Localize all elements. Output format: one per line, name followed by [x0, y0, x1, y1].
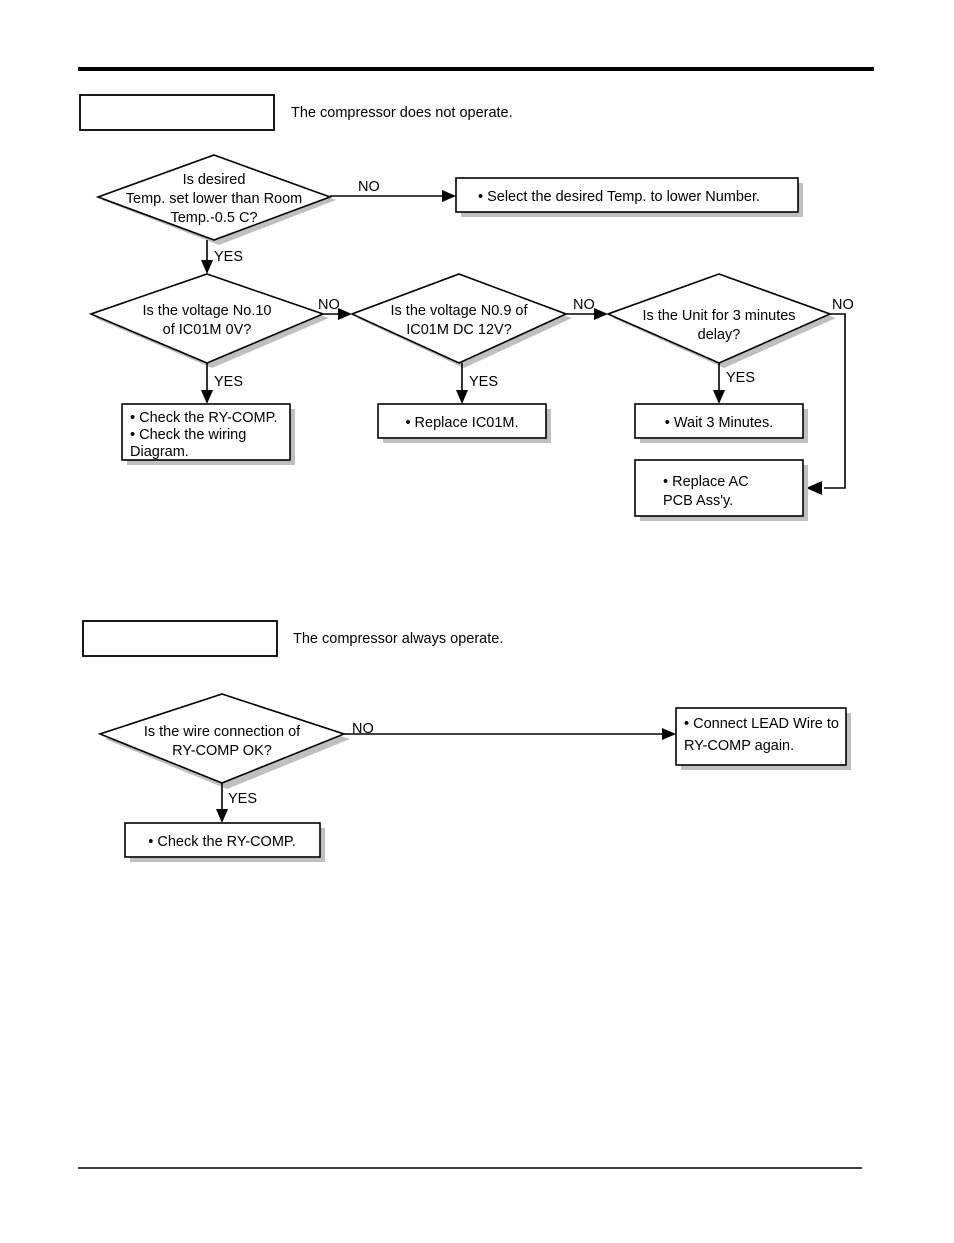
edge-decision2-no-arrow-icon: [338, 308, 352, 320]
action5-box[interactable]: [634, 459, 804, 517]
action2-box[interactable]: [121, 403, 291, 461]
action2-line3: Diagram.: [130, 444, 189, 460]
action5-line2: PCB Ass'y.: [663, 493, 733, 509]
symptom-label-2: The compressor always operate.: [293, 631, 503, 647]
action4-box[interactable]: [634, 403, 804, 439]
decision2-line1: Is the voltage No.10: [143, 303, 272, 319]
flow2-action2-box[interactable]: [124, 822, 321, 858]
edge-decision4-yes-arrow-icon: [713, 390, 725, 404]
edge-decision2-yes-arrow-icon: [201, 390, 213, 404]
symptom-label-1: The compressor does not operate.: [291, 105, 513, 121]
edge-decision3-no-label: NO: [573, 297, 595, 313]
action3-box[interactable]: [377, 403, 547, 439]
edge-decision4-no-label: NO: [832, 297, 854, 313]
edge-decision3-yes-arrow-icon: [456, 390, 468, 404]
decision4-line2: delay?: [698, 327, 741, 343]
decision1-diamond[interactable]: [95, 154, 333, 241]
edge-decision1-yes-arrow-icon: [201, 260, 213, 274]
edge-decision2-yes-label: YES: [214, 374, 243, 390]
edge-decision3-no-arrow-icon: [594, 308, 608, 320]
edge-flow2-decision1-yes-label: YES: [228, 791, 257, 807]
edge-decision4-no-arrow-icon: [806, 481, 822, 495]
symptom-code-box-2[interactable]: [82, 620, 278, 657]
flow2-action1-line2: RY-COMP again.: [684, 738, 794, 754]
decision1-line2: Temp. set lower than Room: [126, 191, 303, 207]
edge-decision4-yes-label: YES: [726, 370, 755, 386]
action1-box[interactable]: [455, 177, 799, 213]
decision3-diamond[interactable]: [349, 273, 569, 364]
flow2-action1-line1: • Connect LEAD Wire to: [684, 716, 839, 732]
decision3-line1: Is the voltage N0.9 of: [390, 303, 528, 319]
edge-decision3-yes-label: YES: [469, 374, 498, 390]
flow2-action1-box[interactable]: [675, 707, 847, 766]
flow2-action2-line1: • Check the RY-COMP.: [148, 834, 295, 850]
edge-decision2-no-label: NO: [318, 297, 340, 313]
action4-line1: • Wait 3 Minutes.: [665, 415, 774, 431]
decision3-line2: IC01M DC 12V?: [406, 322, 512, 338]
action3-line1: • Replace IC01M.: [405, 415, 518, 431]
action2-line2: • Check the wiring: [130, 427, 246, 443]
edge-decision1-no-label: NO: [358, 179, 380, 195]
decision1-line3: Temp.-0.5 C?: [170, 210, 257, 226]
edge-flow2-decision1-yes-arrow-icon: [216, 809, 228, 823]
edge-flow2-decision1-no-arrow-icon: [662, 728, 676, 740]
edge-decision1-no-arrow-icon: [442, 190, 456, 202]
action2-line1: • Check the RY-COMP.: [130, 410, 277, 426]
edge-decision1-yes-label: YES: [214, 249, 243, 265]
decision4-line1: Is the Unit for 3 minutes: [642, 308, 795, 324]
action5-line1: • Replace AC: [663, 474, 749, 490]
decision2-line2: of IC01M 0V?: [163, 322, 252, 338]
edge-decision4-no: [824, 313, 846, 489]
decision1-line1: Is desired: [183, 172, 246, 188]
symptom-code-box-1[interactable]: [79, 94, 275, 131]
edge-flow2-decision1-no-label: NO: [352, 721, 374, 737]
flow2-decision1-line1: Is the wire connection of: [144, 724, 301, 740]
flow2-decision1-line2: RY-COMP OK?: [172, 743, 272, 759]
action1-line1: • Select the desired Temp. to lower Numb…: [478, 189, 760, 205]
